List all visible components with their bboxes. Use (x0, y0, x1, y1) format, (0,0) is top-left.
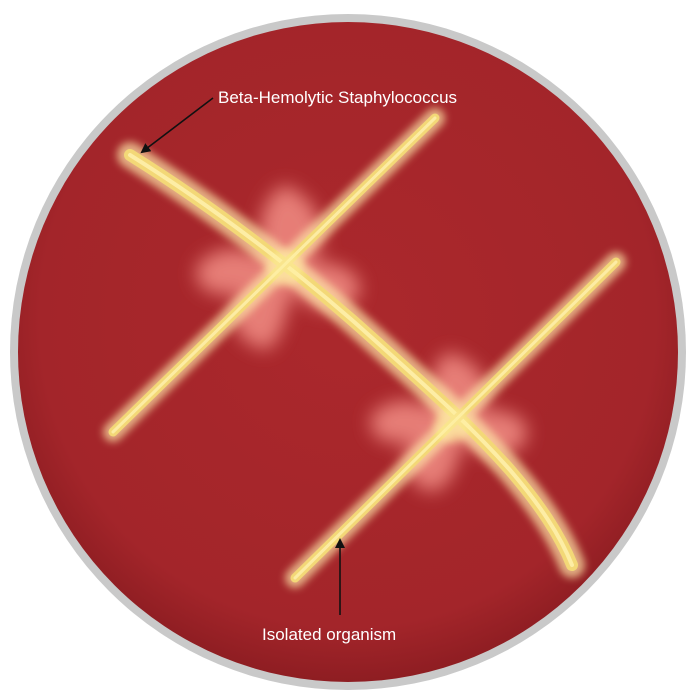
intersection-glow-upper (267, 250, 303, 286)
blood-agar-surface (18, 22, 678, 682)
isolated-label: Isolated organism (262, 625, 396, 644)
intersection-glow-lower (434, 407, 470, 443)
staph-label: Beta-Hemolytic Staphylococcus (218, 88, 457, 107)
